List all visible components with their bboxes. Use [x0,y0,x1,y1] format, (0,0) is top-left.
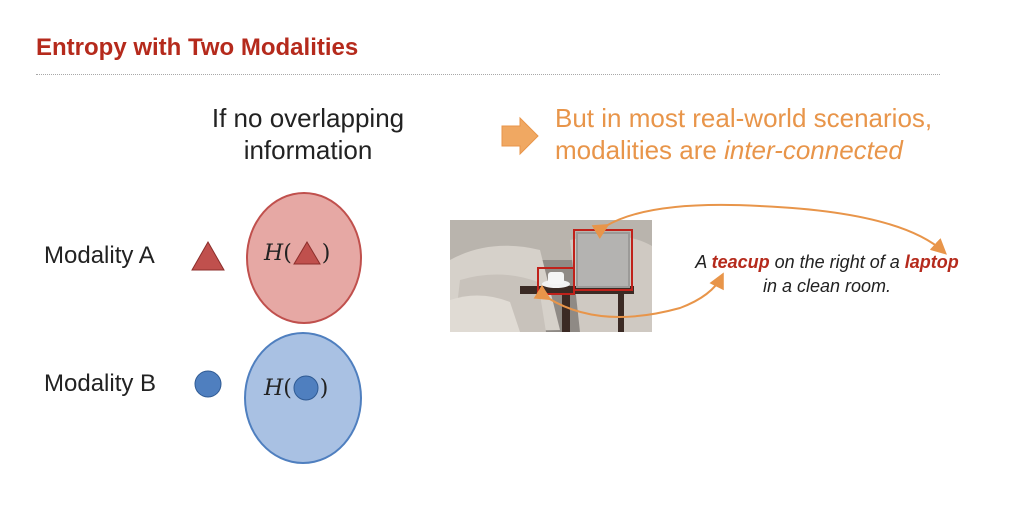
entropy-symbol-a: H [264,240,284,266]
title-divider [36,74,940,75]
slide-title: Entropy with Two Modalities [36,34,359,61]
modality-a-entropy: H ( ) [264,240,330,266]
caption-highlight-teacup: teacup [711,252,770,272]
modality-a-label: Modality A [44,242,155,269]
right-heading-line2: modalities are inter-connected [555,134,985,166]
right-arrow-icon [501,116,539,156]
image-caption: A teacup on the right of a laptop in a c… [672,250,982,298]
close-paren-b: ) [319,375,329,401]
caption-line2: in a clean room. [762,276,892,296]
triangle-icon [191,240,225,271]
right-heading-emphasis: inter-connected [724,135,903,165]
open-paren-a: ( [283,240,292,266]
modality-b-label: Modality B [44,370,157,397]
modality-b-entropy: H ( ) [264,374,328,402]
right-heading-prefix: modalities are [555,135,725,165]
triangle-icon [292,241,321,265]
caption-highlight-laptop: laptop [904,252,959,272]
caption-word1: A [695,252,707,272]
open-paren-b: ( [283,375,292,401]
right-heading: But in most real-world scenarios, modali… [555,102,985,166]
right-heading-line1: But in most real-world scenarios, [555,103,933,133]
close-paren-a: ) [321,240,331,266]
caption-word2: on the right of a [774,252,900,272]
caption-line1: A teacup on the right of a laptop [672,250,982,274]
circle-icon [194,370,222,398]
circle-icon [293,375,319,401]
entropy-symbol-b: H [264,375,284,401]
left-heading: If no overlapping information [211,103,405,165]
